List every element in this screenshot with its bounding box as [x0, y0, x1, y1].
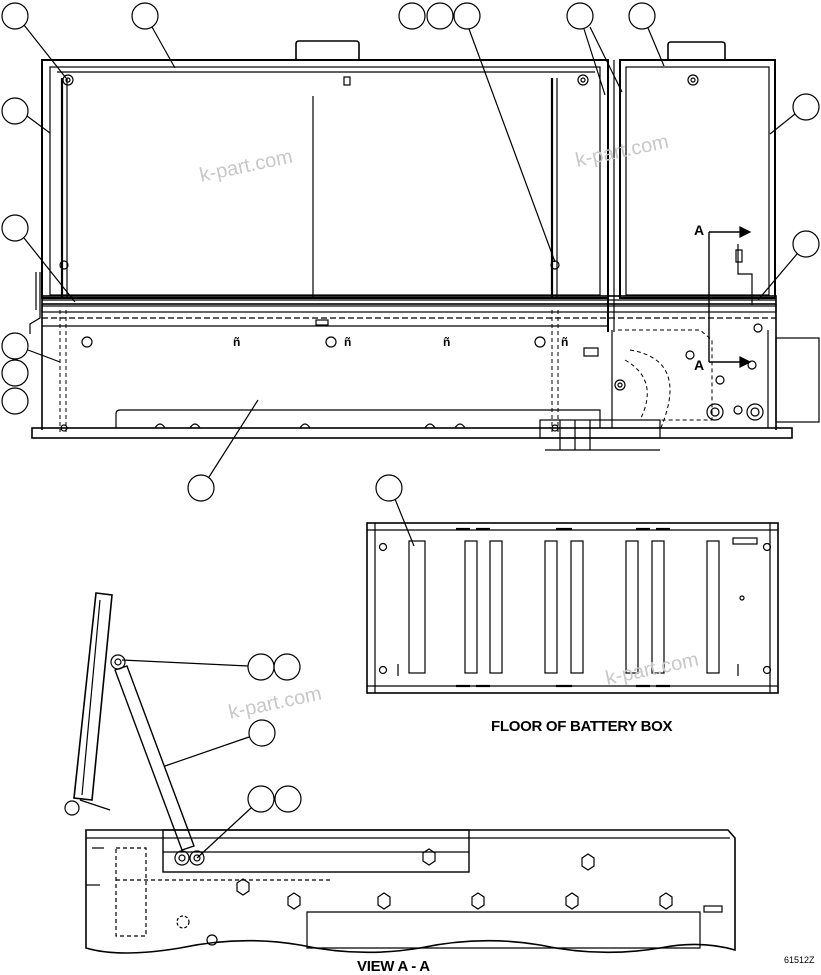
- section-mark-a-top: A: [694, 222, 705, 238]
- battery-box-front-view: ñ ñ ñ ñ: [29, 40, 820, 451]
- callout-bubble: [164, 719, 276, 767]
- svg-text:ñ: ñ: [233, 335, 240, 349]
- battery-box-floor: [366, 522, 779, 694]
- callout-bubble: [1, 359, 29, 387]
- callout-bubble: [769, 93, 820, 135]
- callout-bubble: [274, 785, 302, 813]
- callout-bubble: [1, 214, 76, 303]
- callout-bubble: [121, 653, 275, 681]
- left-lid-handle: [295, 40, 360, 60]
- callout-bubble: [273, 653, 301, 681]
- callout-bubble: [1, 387, 29, 415]
- left-lid: [41, 59, 609, 299]
- right-lid-handle: [667, 41, 726, 60]
- body-holes: ñ ñ ñ ñ: [59, 74, 764, 432]
- section-mark-a-bottom: A: [694, 357, 705, 373]
- lid-bottom-rails: [41, 295, 777, 327]
- caption-view-a-a: VIEW A - A: [357, 958, 430, 975]
- callout-bubble: [187, 399, 259, 502]
- callout-bubble: [757, 230, 820, 301]
- callout-bubble: [453, 2, 556, 263]
- callout-bubble: [1, 97, 51, 134]
- callout-bubble: [196, 785, 275, 859]
- callouts: [1, 2, 820, 859]
- drawing-number: 61512Z: [784, 955, 815, 965]
- callout-bubble: [398, 2, 426, 30]
- section-a-a-marks: [708, 226, 752, 368]
- hidden-lines: [59, 310, 713, 432]
- support-strut: [114, 665, 195, 851]
- box-body: [29, 272, 820, 451]
- svg-text:ñ: ñ: [443, 335, 450, 349]
- view-a-a: [64, 592, 736, 954]
- svg-text:ñ: ñ: [344, 335, 351, 349]
- callout-bubble: [1, 332, 61, 363]
- callout-bubble: [426, 2, 454, 30]
- caption-floor-of-battery-box: FLOOR OF BATTERY BOX: [491, 718, 673, 735]
- right-lid: [607, 59, 776, 332]
- callout-bubble: [1, 2, 67, 79]
- svg-text:ñ: ñ: [561, 335, 568, 349]
- callout-bubble: [628, 2, 665, 67]
- callout-bubble: [131, 2, 176, 69]
- callout-bubble: [375, 474, 415, 547]
- raised-lid: [73, 592, 113, 801]
- callout-bubble: [566, 2, 623, 96]
